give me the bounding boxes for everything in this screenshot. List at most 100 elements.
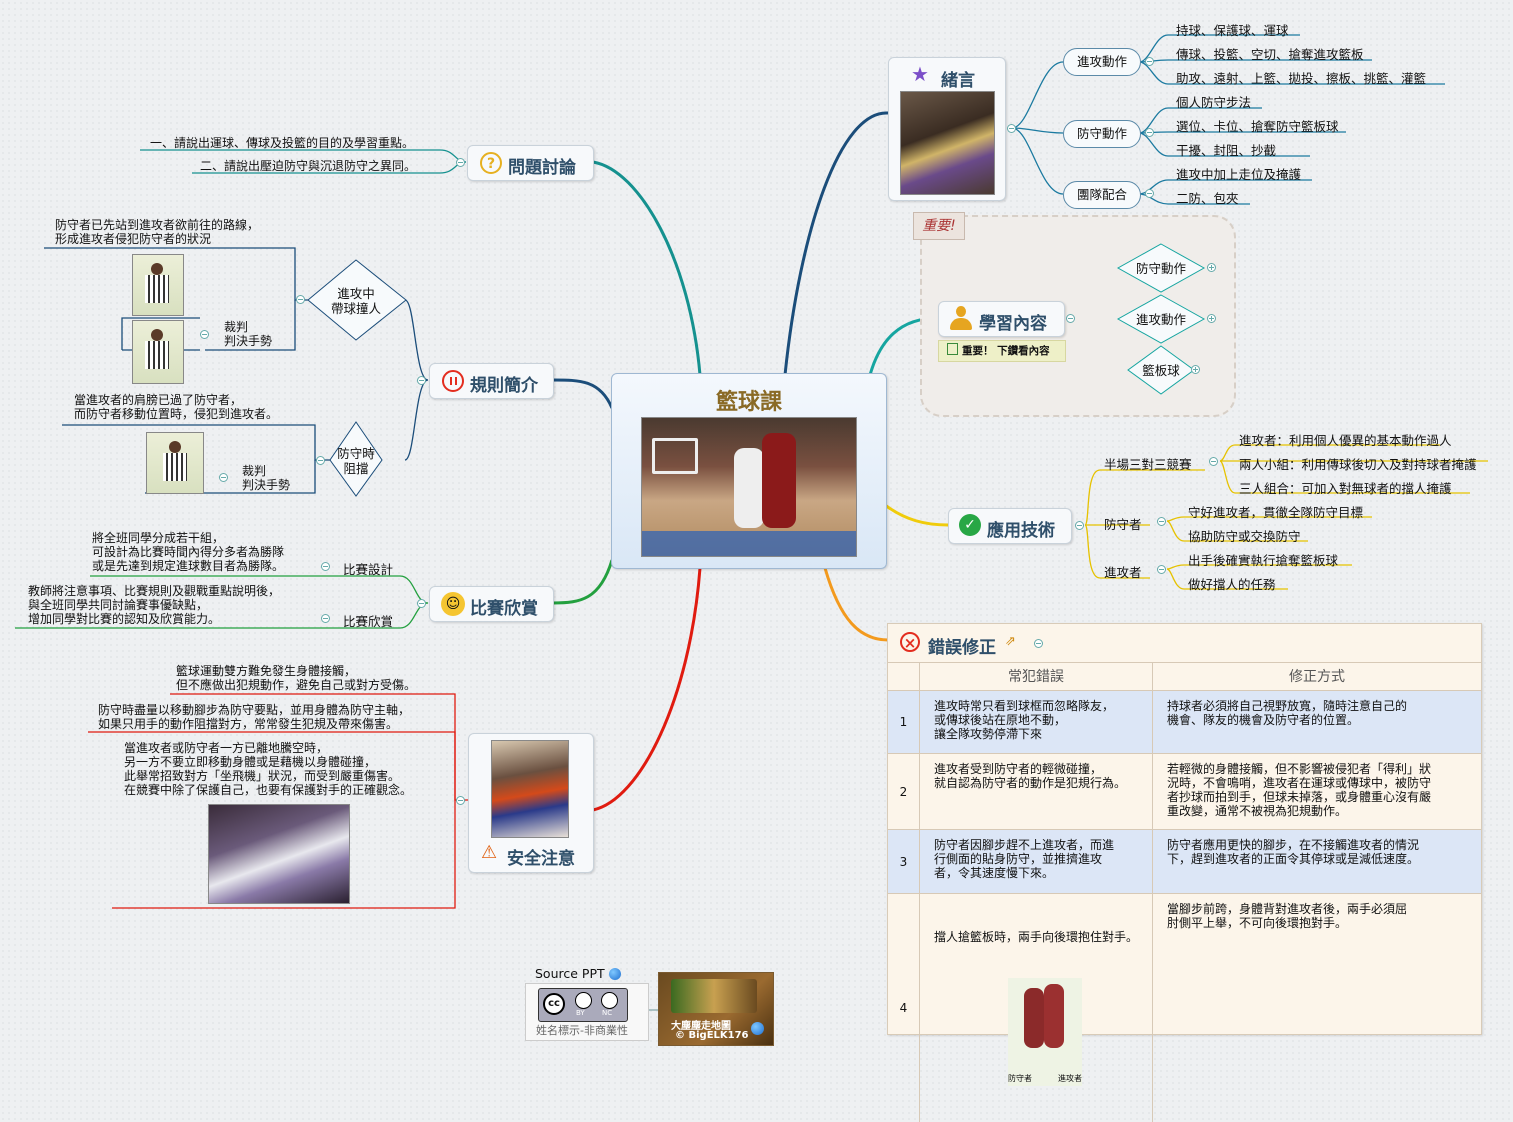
central-topic-title: 籃球課 <box>612 384 886 416</box>
learning-item-defense[interactable]: 防守動作 <box>1118 261 1204 276</box>
rules-topic[interactable]: 規則簡介 <box>429 363 554 399</box>
apply-collapse-toggle[interactable] <box>1075 521 1084 530</box>
license-box[interactable]: cc BY NC 姓名標示-非商業性 <box>525 983 649 1041</box>
rules-collapse-toggle[interactable] <box>417 376 426 385</box>
rules-blocking-referee[interactable]: 裁判 判決手勢 <box>242 464 290 492</box>
rules-blocking-toggle[interactable] <box>316 456 325 465</box>
learning-item-offense[interactable]: 進攻動作 <box>1118 312 1204 327</box>
rules-title: 規則簡介 <box>470 371 538 396</box>
apply-topic[interactable]: ✓ 應用技術 <box>948 508 1072 544</box>
intro-defense-item[interactable]: 干擾、封阻、抄截 <box>1176 140 1276 159</box>
boxout-photo: 防守者 進攻者 <box>1008 978 1082 1086</box>
cc-label: BY <box>576 1009 585 1017</box>
watch-appreciate-toggle[interactable] <box>321 614 330 623</box>
logo-image <box>671 979 757 1013</box>
safety-title: 安全注意 <box>507 844 575 869</box>
intro-offense-toggle[interactable] <box>1145 57 1154 66</box>
referee-toggle[interactable] <box>219 473 228 482</box>
watch-design-toggle[interactable] <box>321 562 330 571</box>
rules-branch-charging[interactable]: 進攻中 帶球撞人 <box>308 286 404 316</box>
referee-toggle[interactable] <box>200 330 209 339</box>
intro-defense-item[interactable]: 選位、卡位、搶奪防守籃板球 <box>1176 116 1339 135</box>
discussion-item[interactable]: 一、請說出運球、傳球及投籃的目的及學習重點。 <box>150 134 414 151</box>
smile-icon: ☺ <box>441 592 465 616</box>
discussion-collapse-toggle[interactable] <box>456 158 465 167</box>
nc-icon <box>601 992 618 1009</box>
discussion-topic[interactable]: ? 問題討論 <box>467 145 594 181</box>
watch-collapse-toggle[interactable] <box>417 599 426 608</box>
watch-appreciate-desc[interactable]: 教師將注意事項、比賽規則及觀戰重點說明後， 與全班同學共同討論賽事優缺點， 增加… <box>28 584 280 626</box>
apply-defender-item[interactable]: 協助防守或交換防守 <box>1188 526 1301 545</box>
intro-defense-item[interactable]: 個人防守步法 <box>1176 92 1251 111</box>
expand-offense-toggle[interactable] <box>1207 314 1216 323</box>
safety-item[interactable]: 當進攻者或防守者一方已離地騰空時， 另一方不要立即移動身體或是藉機以身體碰撞， … <box>124 741 412 797</box>
expand-defense-toggle[interactable] <box>1207 263 1216 272</box>
watch-appreciate-label[interactable]: 比賽欣賞 <box>343 611 393 630</box>
learning-title: 學習內容 <box>979 309 1047 334</box>
intro-topic[interactable]: ★ 緒言 <box>888 57 1006 201</box>
apply-attacker-item[interactable]: 出手後確實執行搶奪籃板球 <box>1188 550 1338 569</box>
cc-badge: cc BY NC <box>538 988 628 1022</box>
apply-3v3-item[interactable]: 兩人小組：利用傳球後切入及對持球者掩護 <box>1239 454 1477 473</box>
apply-group-attacker[interactable]: 進攻者 <box>1104 562 1142 581</box>
intro-offense-item[interactable]: 助攻、遠射、上籃、拋投、擦板、挑籃、灌籃 <box>1176 68 1426 87</box>
pause-icon <box>442 370 464 392</box>
safety-item[interactable]: 防守時盡量以移動腳步為防守要點，並用身體為防守主軸， 如果只用手的動作阻擋對方，… <box>98 703 410 731</box>
intro-team-toggle[interactable] <box>1145 189 1154 198</box>
watch-topic[interactable]: ☺ 比賽欣賞 <box>429 586 554 622</box>
cc-label: NC <box>602 1009 612 1017</box>
apply-attacker-toggle[interactable] <box>1157 565 1166 574</box>
intro-group-team[interactable]: 團隊配合 <box>1063 181 1141 209</box>
fix-cell: 若輕微的身體接觸，但不影響被侵犯者「得利」狀 況時，不會鳴哨，進攻者在運球或傳球… <box>1153 754 1481 830</box>
referee-photo <box>132 254 184 316</box>
note-icon <box>947 343 958 355</box>
watch-design-desc[interactable]: 將全班同學分成若干組， 可設計為比賽時間內得分多者為勝隊 或是先達到規定進球數目… <box>92 531 284 573</box>
intro-group-offense[interactable]: 進攻動作 <box>1063 48 1141 76</box>
photo-label: 防守者 <box>1008 1072 1032 1086</box>
apply-group-3v3[interactable]: 半場三對三競賽 <box>1104 454 1192 473</box>
learning-collapse-toggle[interactable] <box>1066 314 1075 323</box>
rules-blocking-desc[interactable]: 當進攻者的肩膀已過了防守者， 而防守者移動位置時，侵犯到進攻者。 <box>74 393 278 421</box>
author-logo[interactable]: 大塵塵走地圖 © BigELK176 <box>658 972 774 1046</box>
link-icon[interactable]: ⇗ <box>1005 634 1016 649</box>
apply-3v3-toggle[interactable] <box>1209 457 1218 466</box>
col-error-header: 常犯錯誤 <box>920 663 1153 691</box>
safety-item[interactable]: 籃球運動雙方難免發生身體接觸， 但不應做出犯規動作，避免自己或對方受傷。 <box>176 664 416 692</box>
error-cell: 進攻者受到防守者的輕微碰撞， 就自認為防守者的動作是犯規行為。 <box>920 754 1153 830</box>
rules-charging-desc[interactable]: 防守者已先站到進攻者欲前往的路線， 形成進攻者侵犯防守者的狀況 <box>55 218 259 246</box>
errors-collapse-toggle[interactable] <box>1034 639 1043 648</box>
source-link[interactable]: Source PPT <box>535 966 621 981</box>
intro-offense-item[interactable]: 持球、保護球、運球 <box>1176 20 1289 39</box>
rules-charging-toggle[interactable] <box>296 295 305 304</box>
intro-team-item[interactable]: 二防、包夾 <box>1176 188 1239 207</box>
apply-attacker-item[interactable]: 做好擋人的任務 <box>1188 574 1276 593</box>
watch-design-label[interactable]: 比賽設計 <box>343 559 393 578</box>
table-row: 1 進攻時常只看到球框而忽略隊友， 或傳球後站在原地不動， 讓全隊攻勢停滯下來 … <box>888 691 1481 754</box>
discussion-item[interactable]: 二、請說出壓迫防守與沉退防守之異同。 <box>200 157 416 174</box>
learning-topic[interactable]: 學習內容 <box>938 301 1065 337</box>
players-photo <box>491 740 569 838</box>
intro-team-item[interactable]: 進攻中加上走位及掩護 <box>1176 164 1301 183</box>
error-cell: 防守者因腳步趕不上進攻者，而進 行側面的貼身防守，並推擠進攻 者，令其速度慢下來… <box>920 830 1153 894</box>
safety-collapse-toggle[interactable] <box>456 796 465 805</box>
error-cell: 擋人搶籃板時，兩手向後環抱住對手。 <box>934 930 1138 944</box>
expand-rebound-toggle[interactable] <box>1191 365 1200 374</box>
apply-group-defender[interactable]: 防守者 <box>1104 514 1142 533</box>
row-number: 1 <box>888 691 920 754</box>
central-topic[interactable]: 籃球課 <box>611 373 887 569</box>
intro-offense-item[interactable]: 傳球、投籃、空切、搶奪進攻籃板 <box>1176 44 1364 63</box>
rules-charging-referee[interactable]: 裁判 判決手勢 <box>224 320 272 348</box>
safety-topic[interactable]: ⚠ 安全注意 <box>468 733 594 873</box>
learning-note[interactable]: 重要！ 下鑽看內容 <box>938 340 1066 362</box>
errors-topic[interactable]: × 錯誤修正 ⇗ 常犯錯誤 修正方式 1 進攻時常只看到球框而忽略隊友， 或傳球… <box>887 623 1482 1035</box>
globe-icon <box>609 968 621 980</box>
error-x-icon: × <box>900 632 920 652</box>
intro-defense-toggle[interactable] <box>1145 128 1154 137</box>
apply-defender-item[interactable]: 守好進攻者，貫徹全隊防守目標 <box>1188 502 1363 521</box>
intro-group-defense[interactable]: 防守動作 <box>1063 120 1141 148</box>
apply-3v3-item[interactable]: 進攻者：利用個人優異的基本動作過人 <box>1239 430 1452 449</box>
important-callout: 重要! <box>913 212 965 240</box>
intro-collapse-toggle[interactable] <box>1007 124 1016 133</box>
apply-defender-toggle[interactable] <box>1157 517 1166 526</box>
apply-3v3-item[interactable]: 三人組合：可加入對無球者的擋人掩護 <box>1239 478 1452 497</box>
